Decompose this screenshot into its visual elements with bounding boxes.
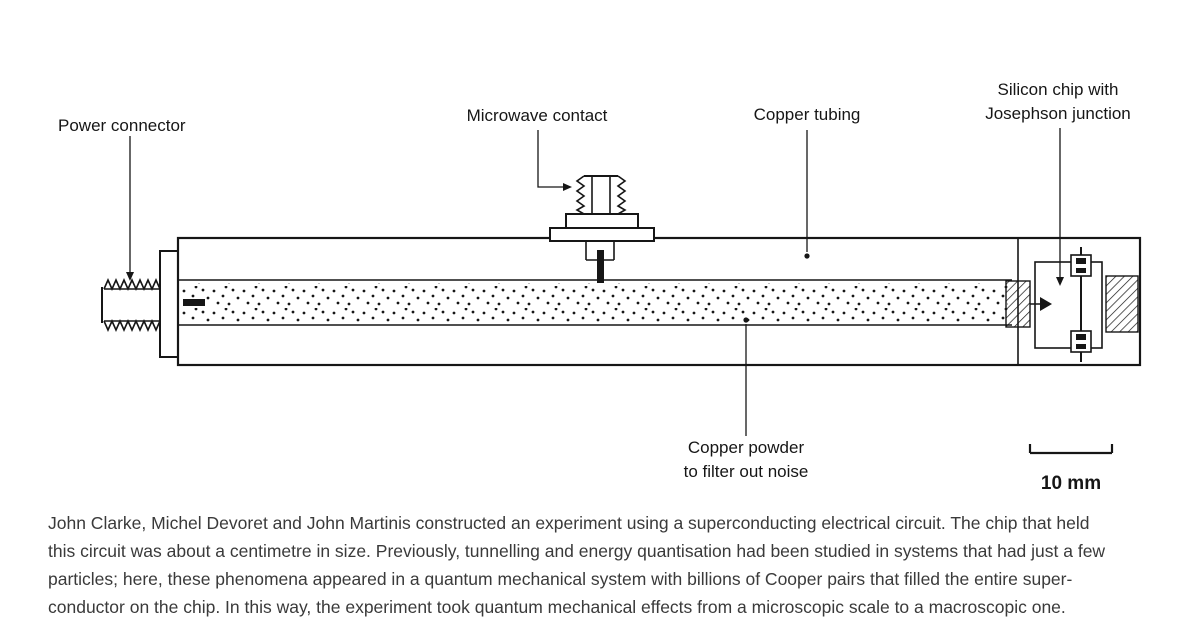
caption: John Clarke, Michel Devoret and John Mar… (48, 509, 1168, 621)
label-power-connector: Power connector (58, 116, 186, 135)
microwave-contact-drawing (549, 175, 655, 283)
leader-copper-powder (743, 317, 749, 436)
fastener-symbol (1040, 297, 1052, 311)
label-silicon-chip-line2: Josephson junction (985, 104, 1131, 123)
caption-line: this circuit was about a centimetre in s… (48, 541, 1106, 561)
copper-powder-fill (182, 283, 1008, 322)
scale-bar (1028, 444, 1114, 455)
label-microwave-contact: Microwave contact (467, 106, 608, 125)
leader-silicon-chip (1056, 128, 1064, 286)
label-copper-powder-line1: Copper powder (688, 438, 805, 457)
label-copper-powder-line2: to filter out noise (684, 462, 809, 481)
apparatus-diagram: Power connector Microwave contact Copper… (58, 80, 1142, 494)
power-connector-drawing (101, 278, 161, 332)
caption-line: particles; here, these phenomena appeare… (48, 569, 1073, 589)
copper-tube-drawing (159, 236, 1142, 367)
leader-power-connector (126, 136, 134, 281)
scale-bar-label: 10 mm (1041, 473, 1101, 494)
caption-line: John Clarke, Michel Devoret and John Mar… (48, 513, 1090, 533)
caption-line: conductor on the chip. In this way, the … (48, 597, 1066, 617)
label-silicon-chip-line1: Silicon chip with (998, 80, 1119, 99)
label-copper-tubing: Copper tubing (754, 105, 861, 124)
leader-copper-tubing (804, 130, 810, 259)
chip-assembly-drawing (1005, 247, 1139, 362)
leader-microwave-contact (537, 130, 572, 191)
